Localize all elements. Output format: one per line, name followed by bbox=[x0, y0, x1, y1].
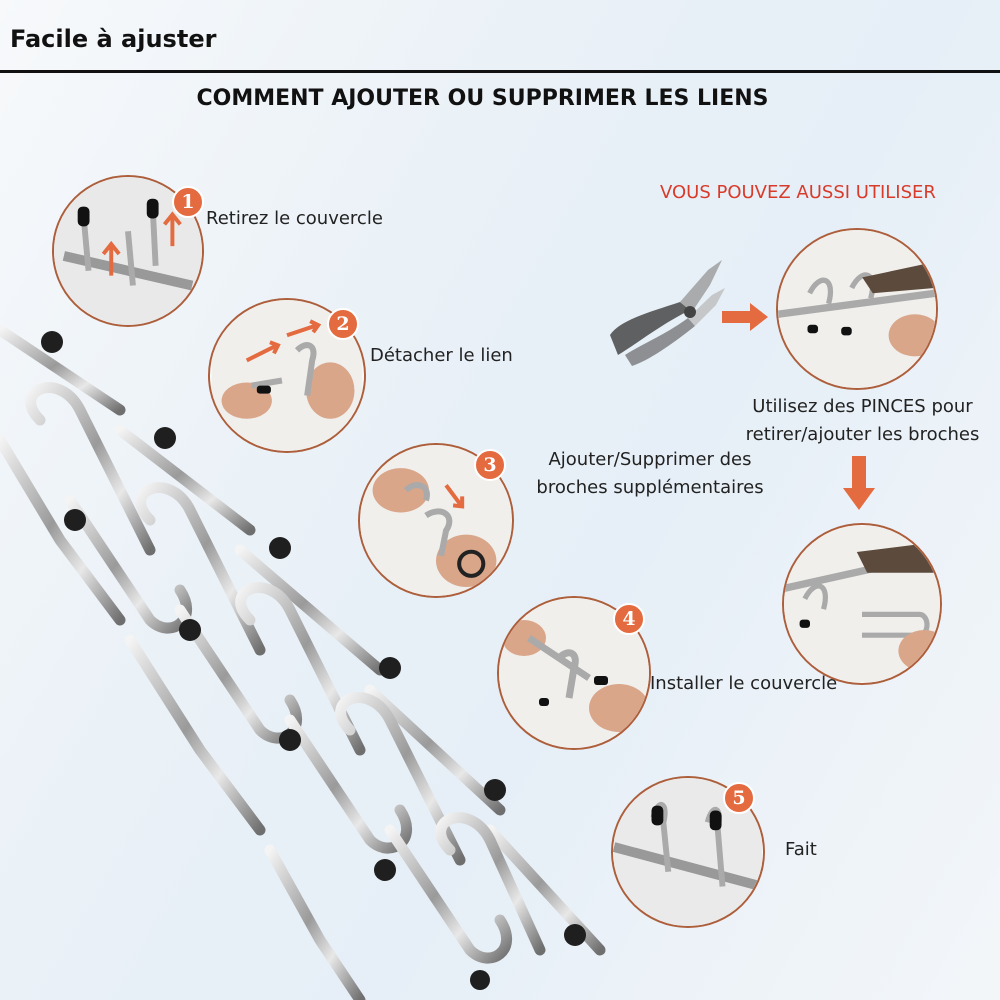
pliers-removing-pin-photo bbox=[776, 228, 938, 390]
pliers-icon bbox=[610, 260, 725, 366]
step-3-caption-line-1: Ajouter/Supprimer des bbox=[548, 449, 752, 470]
prong-chain-illustration bbox=[0, 324, 606, 1000]
header-divider bbox=[0, 70, 1000, 73]
pliers-adding-pin-photo bbox=[782, 523, 942, 685]
step-5-caption: Fait bbox=[785, 839, 817, 860]
step-3-caption-line-2: broches supplémentaires bbox=[536, 477, 764, 498]
arrow-down-icon bbox=[843, 456, 875, 510]
alternative-caption-line-1: Utilisez des PINCES pour bbox=[752, 396, 973, 417]
step-3-badge: 3 bbox=[474, 449, 506, 481]
step-3-caption: Ajouter/Supprimer des broches supplément… bbox=[530, 446, 770, 502]
step-5-badge: 5 bbox=[723, 782, 755, 814]
step-4-badge: 4 bbox=[613, 603, 645, 635]
alternative-caption-line-2: retirer/ajouter les broches bbox=[745, 424, 980, 445]
header-title: Facile à ajuster bbox=[10, 25, 217, 53]
step-2-caption: Détacher le lien bbox=[370, 345, 513, 366]
alternative-caption: Utilisez des PINCES pour retirer/ajouter… bbox=[735, 393, 990, 449]
step-1-caption: Retirez le couvercle bbox=[206, 208, 383, 229]
alternative-heading: VOUS POUVEZ AUSSI UTILISER bbox=[660, 182, 936, 203]
step-2-badge: 2 bbox=[327, 308, 359, 340]
step-1-badge: 1 bbox=[172, 186, 204, 218]
arrow-right-icon bbox=[722, 303, 768, 331]
page-title: COMMENT AJOUTER OU SUPPRIMER LES LIENS bbox=[196, 86, 769, 111]
step-4-caption: Installer le couvercle bbox=[650, 673, 838, 694]
